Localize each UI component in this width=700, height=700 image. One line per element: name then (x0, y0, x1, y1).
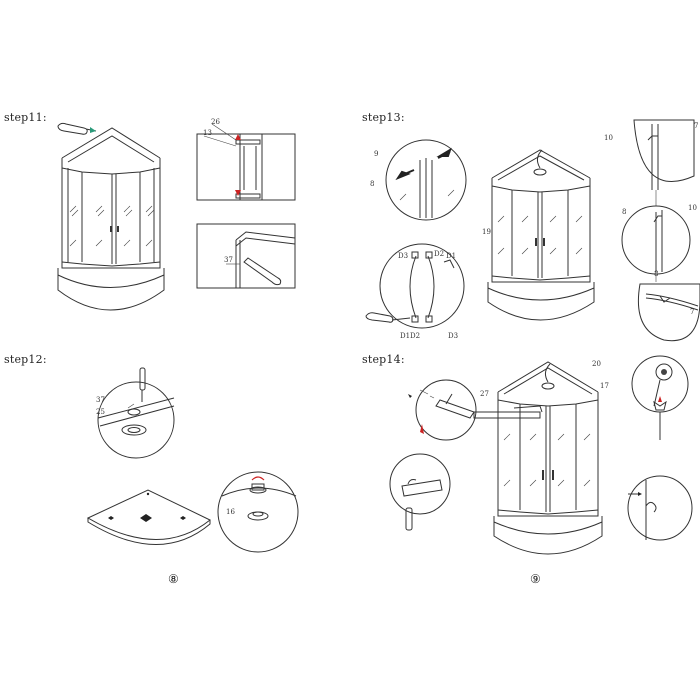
step14-mount-detail (653, 396, 667, 440)
callout-37-step12: 37 (96, 396, 105, 404)
step11-detail-top (196, 123, 296, 201)
step14-shower-head-circle (631, 355, 689, 413)
callout-19: 19 (482, 228, 491, 236)
callout-7-a: 7 (694, 122, 698, 130)
callout-26: 26 (211, 118, 220, 126)
step14-holder-bar (473, 405, 543, 419)
screwdriver-icon (57, 122, 97, 135)
step12-drain-detail (217, 471, 299, 553)
callout-27: 27 (480, 390, 489, 398)
callout-16: 16 (226, 508, 235, 516)
step13-seal-detail-b (621, 205, 691, 275)
step14-label: step14: (362, 353, 405, 366)
callout-25: 25 (96, 408, 105, 416)
step14-shower-cabin (493, 361, 603, 555)
step11-label: step11: (4, 111, 47, 124)
step14-holder-bottom-circle (389, 424, 451, 531)
callout-D1-top: D1 (446, 252, 456, 260)
step13-seal-detail-a (633, 119, 695, 190)
step11-detail-bottom (196, 223, 296, 289)
callout-7-b: 7 (690, 308, 694, 316)
callout-D2-bottom: D2 (410, 332, 420, 340)
callout-8-b: 8 (622, 208, 626, 216)
page-number-8: ⑧ (168, 572, 179, 586)
step12-label: step12: (4, 353, 47, 366)
step13-shower-cabin (487, 149, 595, 321)
callout-D2-top: D2 (434, 250, 444, 258)
callout-17: 17 (600, 382, 609, 390)
step12-tray-plate (86, 489, 211, 545)
callout-D3-bottom: D3 (448, 332, 458, 340)
step12-detail-circle (97, 367, 175, 459)
step14-hook-circle (627, 475, 693, 541)
callout-9: 9 (374, 150, 378, 158)
step13-door-circle (385, 139, 467, 221)
callout-20: 20 (592, 360, 601, 368)
callout-13: 13 (203, 129, 212, 137)
callout-10-b: 10 (688, 204, 697, 212)
callout-labels: 26 13 37 37 25 16 9 8 19 D3 D2 D1 D1 D2 … (96, 118, 698, 516)
step13-label: step13: (362, 111, 405, 124)
step14-holder-circle (408, 379, 477, 441)
step13-handle-circle (365, 243, 465, 329)
callout-10-a: 10 (604, 134, 613, 142)
callout-D1-bottom: D1 (400, 332, 410, 340)
callout-37-step11: 37 (224, 256, 233, 264)
callout-8-step13a: 8 (370, 180, 374, 188)
callout-8-c: 8 (654, 270, 658, 278)
step11-shower-cabin (57, 122, 165, 311)
callout-D3-top: D3 (398, 252, 408, 260)
page-number-9: ⑨ (530, 572, 541, 586)
